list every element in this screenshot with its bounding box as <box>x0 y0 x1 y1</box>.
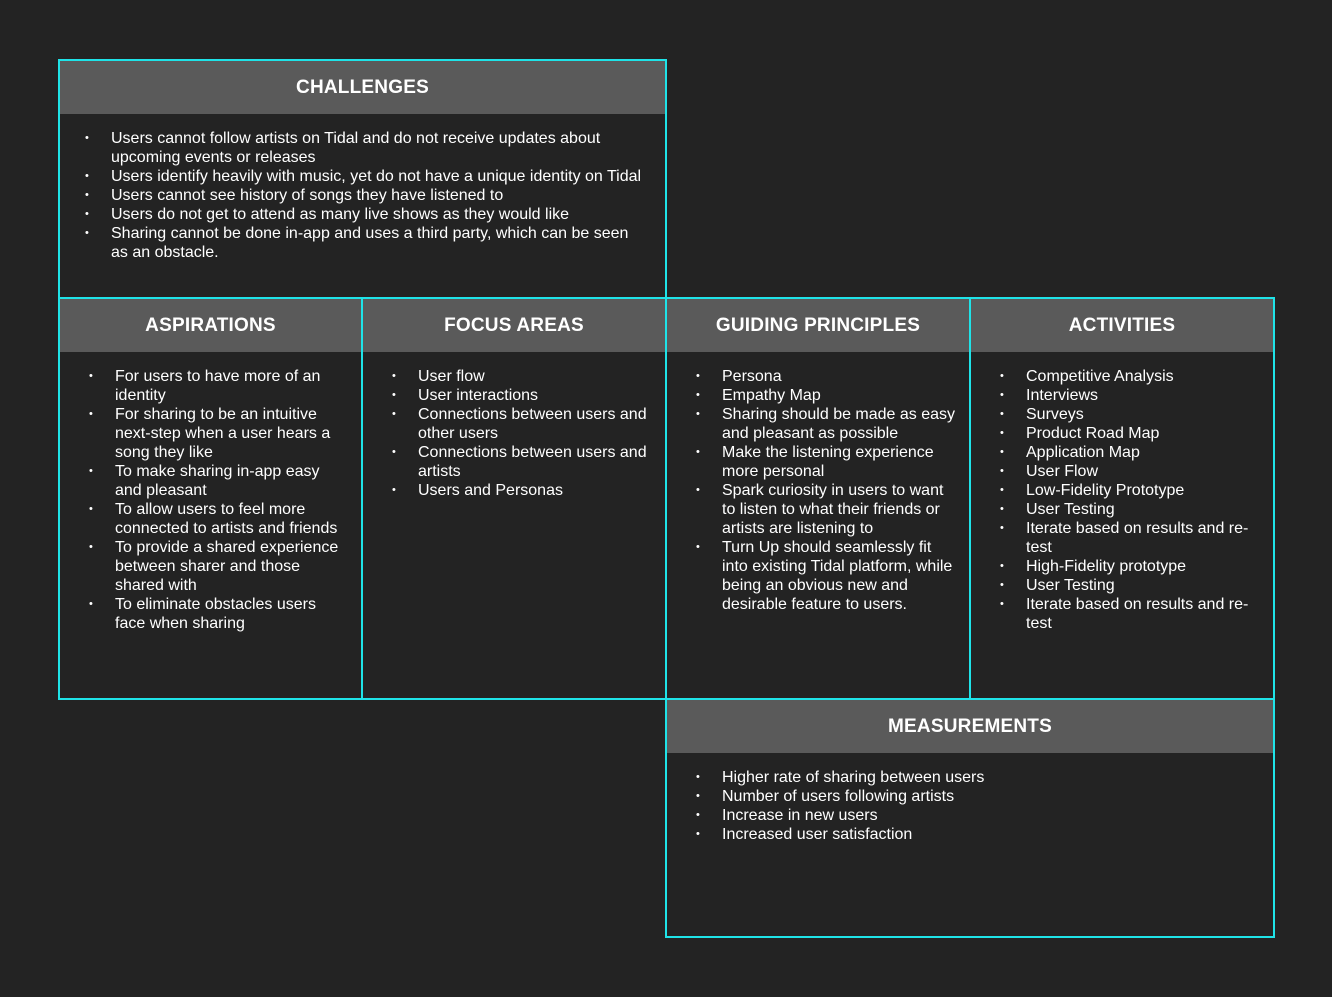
list-item: High-Fidelity prototype <box>1000 557 1257 576</box>
focus-areas-header: FOCUS AREAS <box>363 299 665 352</box>
challenges-title: CHALLENGES <box>296 76 429 98</box>
list-item: Surveys <box>1000 405 1257 424</box>
list-item: Low-Fidelity Prototype <box>1000 481 1257 500</box>
aspirations-title: ASPIRATIONS <box>145 314 276 336</box>
list-item: Connections between users and artists <box>392 443 655 481</box>
list-item: Number of users following artists <box>696 787 1253 806</box>
activities-header: ACTIVITIES <box>971 299 1273 352</box>
list-item: For users to have more of an identity <box>89 367 347 405</box>
list-item: Competitive Analysis <box>1000 367 1257 386</box>
focus-areas-title: FOCUS AREAS <box>444 314 584 336</box>
list-item: Product Road Map <box>1000 424 1257 443</box>
measurements-list: Higher rate of sharing between users Num… <box>667 753 1273 844</box>
list-item: Turn Up should seamlessly fit into exist… <box>696 538 957 614</box>
list-item: Increase in new users <box>696 806 1253 825</box>
challenges-header: CHALLENGES <box>60 61 665 114</box>
activities-list: Competitive Analysis Interviews Surveys … <box>971 352 1273 633</box>
guiding-principles-title: GUIDING PRINCIPLES <box>715 314 921 336</box>
list-item: Iterate based on results and re-test <box>1000 595 1257 633</box>
list-item: User Flow <box>1000 462 1257 481</box>
list-item: User Testing <box>1000 500 1257 519</box>
list-item: For sharing to be an intuitive next-step… <box>89 405 347 462</box>
list-item: Iterate based on results and re-test <box>1000 519 1257 557</box>
measurements-box: MEASUREMENTS Higher rate of sharing betw… <box>665 698 1275 938</box>
list-item: User Testing <box>1000 576 1257 595</box>
list-item: To eliminate obstacles users face when s… <box>89 595 347 633</box>
aspirations-box: ASPIRATIONS For users to have more of an… <box>58 297 363 700</box>
activities-title: ACTIVITIES <box>1068 314 1176 336</box>
focus-areas-list: User flow User interactions Connections … <box>363 352 665 500</box>
list-item: Application Map <box>1000 443 1257 462</box>
guiding-principles-box: GUIDING PRINCIPLES Persona Empathy Map S… <box>665 297 971 700</box>
guiding-principles-header: GUIDING PRINCIPLES <box>667 299 969 352</box>
challenges-list: Users cannot follow artists on Tidal and… <box>60 114 665 262</box>
list-item: Sharing cannot be done in-app and uses a… <box>85 224 645 262</box>
measurements-header: MEASUREMENTS <box>667 700 1273 753</box>
list-item: To make sharing in-app easy and pleasant <box>89 462 347 500</box>
list-item: User interactions <box>392 386 655 405</box>
list-item: User flow <box>392 367 655 386</box>
list-item: Connections between users and other user… <box>392 405 655 443</box>
list-item: Users and Personas <box>392 481 655 500</box>
list-item: Empathy Map <box>696 386 957 405</box>
challenges-box: CHALLENGES Users cannot follow artists o… <box>58 59 667 300</box>
measurements-title: MEASUREMENTS <box>888 715 1052 737</box>
activities-box: ACTIVITIES Competitive Analysis Intervie… <box>969 297 1275 700</box>
list-item: Increased user satisfaction <box>696 825 1253 844</box>
list-item: Higher rate of sharing between users <box>696 768 1253 787</box>
list-item: Spark curiosity in users to want to list… <box>696 481 957 538</box>
list-item: Persona <box>696 367 957 386</box>
list-item: Sharing should be made as easy and pleas… <box>696 405 957 443</box>
list-item: Make the listening experience more perso… <box>696 443 957 481</box>
aspirations-header: ASPIRATIONS <box>60 299 361 352</box>
list-item: Users cannot see history of songs they h… <box>85 186 645 205</box>
list-item: To allow users to feel more connected to… <box>89 500 347 538</box>
list-item: To provide a shared experience between s… <box>89 538 347 595</box>
focus-areas-box: FOCUS AREAS User flow User interactions … <box>361 297 667 700</box>
list-item: Interviews <box>1000 386 1257 405</box>
list-item: Users identify heavily with music, yet d… <box>85 167 645 186</box>
list-item: Users cannot follow artists on Tidal and… <box>85 129 645 167</box>
aspirations-list: For users to have more of an identity Fo… <box>60 352 361 633</box>
guiding-principles-list: Persona Empathy Map Sharing should be ma… <box>667 352 969 614</box>
list-item: Users do not get to attend as many live … <box>85 205 645 224</box>
